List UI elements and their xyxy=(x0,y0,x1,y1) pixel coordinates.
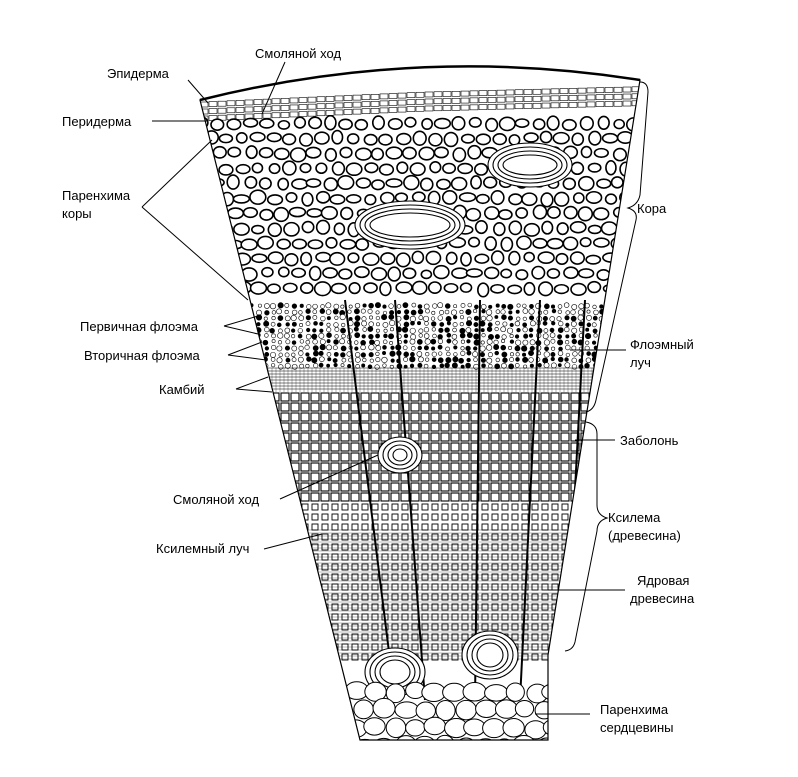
cambium-layer xyxy=(219,367,620,392)
label-xylem-ray: Ксилемный луч xyxy=(156,541,249,556)
medullary-rays xyxy=(344,299,586,701)
label-sapwood: Заболонь xyxy=(620,433,679,448)
epidermis-edge xyxy=(199,65,641,102)
xylem-brace xyxy=(564,421,609,652)
leader-cambium-1 xyxy=(235,376,269,390)
label-heartwood-1: Ядровая xyxy=(637,573,689,588)
label-cortex: Кора xyxy=(637,201,667,216)
label-secondary-phloem: Вторичная флоэма xyxy=(84,348,201,363)
leader-cambium-2 xyxy=(235,388,273,393)
label-heartwood-2: древесина xyxy=(630,591,695,606)
tissue-wedge xyxy=(200,66,640,740)
label-phloem-ray-2: луч xyxy=(630,355,651,370)
periderm-layer xyxy=(200,86,640,122)
label-cortex-parenchyma-1: Паренхима xyxy=(62,188,131,203)
label-cambium: Камбий xyxy=(159,382,205,397)
label-cortex-parenchyma-2: коры xyxy=(62,206,92,221)
leader-secondary-phloem-1 xyxy=(227,341,263,356)
leader-primary-phloem-1 xyxy=(223,315,259,327)
heartwood-shading xyxy=(300,529,580,660)
label-resin-duct-top: Смоляной ход xyxy=(255,46,341,61)
leader-primary-phloem-2 xyxy=(223,325,259,335)
label-periderm: Перидерма xyxy=(62,114,132,129)
leader-lines xyxy=(141,61,626,715)
label-xylem-2: (древесина) xyxy=(608,528,681,543)
leader-cortex-2 xyxy=(141,206,249,301)
label-pith-2: сердцевины xyxy=(600,720,673,735)
leader-epidermis xyxy=(187,79,209,104)
label-primary-phloem: Первичная флоэма xyxy=(80,319,199,334)
label-resin-duct-mid: Смоляной ход xyxy=(173,492,259,507)
cortex-brace xyxy=(585,81,649,413)
label-epidermis: Эпидерма xyxy=(107,66,170,81)
leader-cortex-1 xyxy=(141,139,213,208)
leader-xylem-ray xyxy=(263,533,323,550)
label-phloem-ray-1: Флоэмный xyxy=(630,337,694,352)
label-pith-1: Паренхима xyxy=(600,702,669,717)
leader-resin-duct-mid xyxy=(279,454,379,500)
label-xylem-1: Ксилема xyxy=(608,510,661,525)
leader-resin-duct-top xyxy=(261,61,286,115)
leader-secondary-phloem-2 xyxy=(227,354,267,361)
